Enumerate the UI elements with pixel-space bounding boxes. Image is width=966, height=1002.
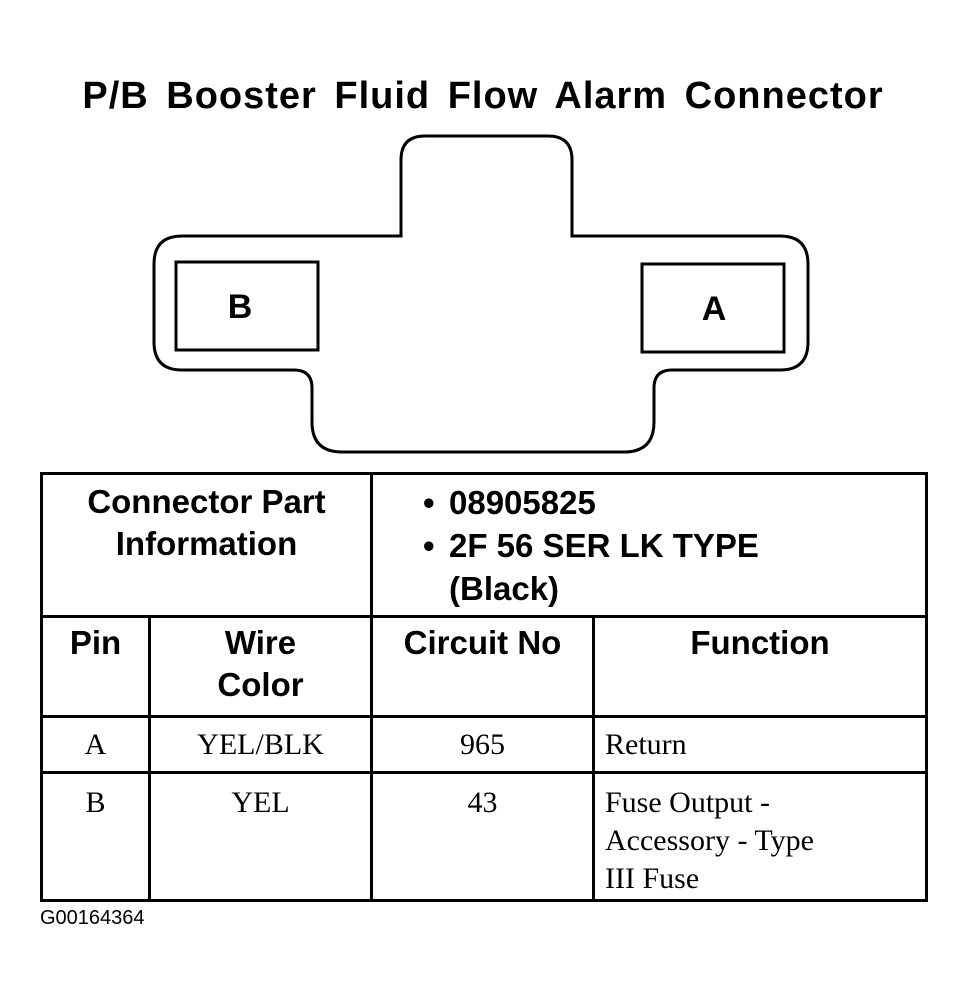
row-a-function: Return <box>592 715 928 774</box>
cavity-b-label: B <box>228 288 253 326</box>
figure-id: G00164364 <box>40 907 145 929</box>
row-b-wire-color: YEL <box>148 771 373 902</box>
diagram-title: P/B Booster Fluid Flow Alarm Connector <box>82 75 884 117</box>
header-pin: Pin <box>40 615 151 718</box>
connector-outline <box>152 134 810 454</box>
part-info-row: Connector Part Information • 08905825 • 2F… <box>40 472 928 618</box>
row-b-pin: B <box>40 771 151 902</box>
part-info-label-line1: Connector Part <box>87 483 326 520</box>
header-function: Function <box>592 615 928 718</box>
header-wire-color: Wire Color <box>148 615 373 718</box>
header-row: Pin Wire Color Circuit No Function <box>40 615 928 718</box>
bullet-icon: • <box>423 484 435 521</box>
row-a-circuit-no: 965 <box>370 715 595 774</box>
row-a-pin: A <box>40 715 151 774</box>
part-color: (Black) <box>449 570 560 607</box>
part-type-line: • 2F 56 SER LK TYPE <box>423 524 925 567</box>
cavity-a-label: A <box>702 290 727 328</box>
cavity-b-box <box>174 260 320 352</box>
row-b-circuit-no: 43 <box>370 771 595 902</box>
connector-face-diagram: B A <box>152 134 810 454</box>
part-info-label-cell: Connector Part Information <box>40 472 373 618</box>
part-number: 08905825 <box>449 484 596 521</box>
row-b-function: Fuse Output - Accessory - Type III Fuse <box>592 771 928 902</box>
part-number-line: • 08905825 <box>423 481 925 524</box>
part-info-label-line2: Information <box>115 525 298 562</box>
connector-info-table: Connector Part Information • 08905825 • 2F… <box>40 472 928 902</box>
table-row: A YEL/BLK 965 Return <box>40 715 928 774</box>
bullet-icon: • <box>423 527 435 564</box>
cavity-a-box <box>640 262 786 354</box>
row-a-wire-color: YEL/BLK <box>148 715 373 774</box>
part-info-value-cell: • 08905825 • 2F 56 SER LK TYPE (Black) <box>370 472 928 618</box>
header-circuit-no: Circuit No <box>370 615 595 718</box>
part-type: 2F 56 SER LK TYPE <box>449 527 759 564</box>
table-row: B YEL 43 Fuse Output - Accessory - Type … <box>40 771 928 902</box>
